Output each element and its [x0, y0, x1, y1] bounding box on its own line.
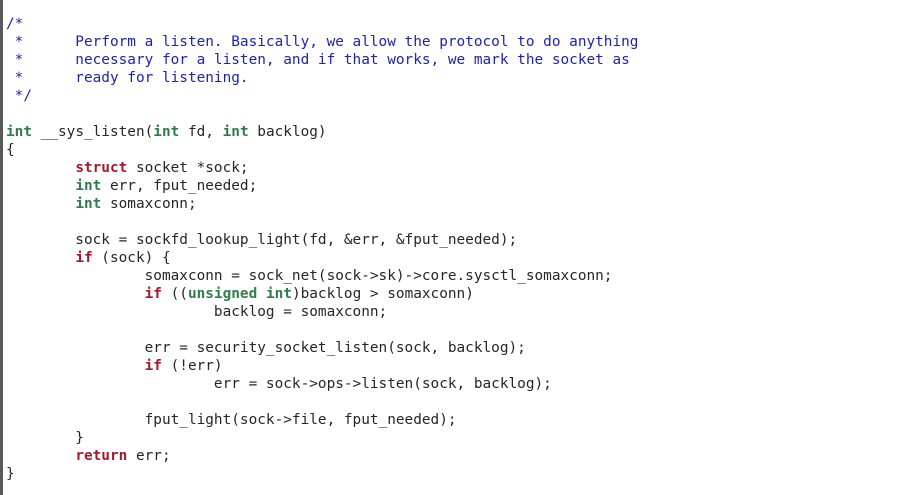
code-token-plain — [6, 250, 75, 266]
code-token-keyword: return — [75, 448, 128, 464]
code-token-type: int — [75, 196, 102, 212]
code-line[interactable]: * ready for listening. — [6, 69, 638, 87]
code-line[interactable]: if (!err) — [6, 357, 638, 375]
code-token-comment: * necessary for a listen, and if that wo… — [6, 52, 630, 68]
code-token-comment: * ready for listening. — [6, 70, 249, 86]
code-token-plain: (!err) — [161, 358, 223, 374]
code-token-type: int — [265, 286, 292, 302]
code-line[interactable]: return err; — [6, 447, 638, 465]
code-token-plain — [6, 286, 145, 302]
code-line[interactable]: } — [6, 465, 638, 483]
code-token-plain: } — [6, 430, 84, 446]
code-token-plain: err, fput_needed; — [101, 178, 258, 194]
code-token-plain: { — [6, 142, 15, 158]
code-token-plain — [6, 160, 75, 176]
code-text-area[interactable]: /* * Perform a listen. Basically, we all… — [6, 15, 638, 483]
code-line[interactable]: /* — [6, 15, 638, 33]
code-token-plain — [6, 178, 75, 194]
code-token-type: unsigned — [187, 286, 258, 302]
code-line[interactable]: fput_light(sock->file, fput_needed); — [6, 411, 638, 429]
code-token-plain: err; — [127, 448, 171, 464]
code-token-plain: (sock) { — [92, 250, 171, 266]
code-token-comment: */ — [6, 88, 32, 104]
code-token-keyword: if — [144, 358, 162, 374]
code-line[interactable]: struct socket *sock; — [6, 159, 638, 177]
code-token-keyword: if — [75, 250, 93, 266]
code-token-plain — [6, 448, 75, 464]
code-line[interactable]: int __sys_listen(int fd, int backlog) — [6, 123, 638, 141]
code-token-plain: )backlog > somaxconn) — [291, 286, 474, 302]
code-line[interactable]: */ — [6, 87, 638, 105]
code-token-keyword: struct — [75, 160, 128, 176]
code-token-plain: fput_light(sock->file, fput_needed); — [6, 412, 457, 428]
code-line[interactable]: err = security_socket_listen(sock, backl… — [6, 339, 638, 357]
code-line[interactable]: somaxconn = sock_net(sock->sk)->core.sys… — [6, 267, 638, 285]
code-token-plain — [257, 286, 266, 302]
code-token-plain: backlog = somaxconn; — [6, 304, 388, 320]
code-token-plain: err = security_socket_listen(sock, backl… — [6, 340, 526, 356]
code-line[interactable]: int err, fput_needed; — [6, 177, 638, 195]
code-token-plain: sock = sockfd_lookup_light(fd, &err, &fp… — [6, 232, 518, 248]
code-line[interactable] — [6, 393, 638, 411]
code-token-comment: * Perform a listen. Basically, we allow … — [6, 34, 639, 50]
code-line[interactable]: } — [6, 429, 638, 447]
code-token-plain: socket *sock; — [127, 160, 249, 176]
code-line[interactable]: if ((unsigned int)backlog > somaxconn) — [6, 285, 638, 303]
code-line[interactable]: sock = sockfd_lookup_light(fd, &err, &fp… — [6, 231, 638, 249]
code-line[interactable] — [6, 321, 638, 339]
code-line[interactable] — [6, 105, 638, 123]
code-token-plain — [6, 196, 75, 212]
code-token-plain: fd, — [179, 124, 223, 140]
code-token-plain: backlog) — [248, 124, 327, 140]
code-token-plain — [6, 358, 145, 374]
code-line[interactable]: backlog = somaxconn; — [6, 303, 638, 321]
code-line[interactable]: * Perform a listen. Basically, we allow … — [6, 33, 639, 51]
code-token-comment: /* — [6, 16, 24, 32]
code-token-plain: } — [6, 466, 15, 482]
code-token-type: int — [153, 124, 180, 140]
code-line[interactable]: * necessary for a listen, and if that wo… — [6, 51, 638, 69]
code-token-type: int — [75, 178, 102, 194]
code-token-keyword: if — [144, 286, 162, 302]
code-token-plain: err = sock->ops->listen(sock, backlog); — [6, 376, 552, 392]
code-line[interactable] — [6, 213, 638, 231]
code-token-plain: somaxconn = sock_net(sock->sk)->core.sys… — [6, 268, 613, 284]
code-token-plain: __sys_listen( — [32, 124, 154, 140]
code-token-type: int — [222, 124, 249, 140]
code-token-plain: somaxconn; — [101, 196, 197, 212]
code-token-plain: (( — [161, 286, 188, 302]
code-line[interactable]: int somaxconn; — [6, 195, 638, 213]
code-line[interactable]: if (sock) { — [6, 249, 638, 267]
code-line[interactable]: { — [6, 141, 638, 159]
code-token-type: int — [6, 124, 32, 140]
code-line[interactable]: err = sock->ops->listen(sock, backlog); — [6, 375, 638, 393]
